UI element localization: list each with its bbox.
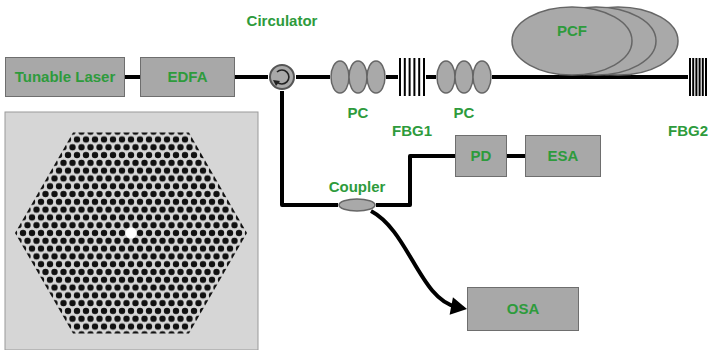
fiber-core (126, 228, 137, 239)
detector-box: PD (455, 135, 507, 177)
circulator-symbol: Circulator (268, 63, 296, 91)
fiber-connector (371, 211, 467, 315)
component-label: Coupler (329, 178, 386, 196)
component-label: PD (471, 147, 492, 165)
fiber-connector (235, 77, 268, 78)
component-label: OSA (507, 300, 540, 318)
component-label: PC (454, 104, 475, 122)
fbg-outline (398, 58, 426, 96)
analyzer-box: OSA (467, 287, 579, 331)
pc-outline (330, 60, 386, 94)
component-label: Circulator (247, 12, 318, 30)
fiber-coil: PCF (512, 4, 680, 78)
fbg-outline (688, 58, 708, 96)
component-label: EDFA (167, 68, 207, 86)
fiber-connector (507, 156, 525, 157)
fiber-connector (426, 77, 436, 78)
fiber-connector (386, 77, 398, 78)
analyzer-box: ESA (525, 135, 601, 177)
pc-outline (436, 60, 492, 94)
polarization-controller: PC (330, 60, 386, 94)
hole-lattice (15, 133, 247, 334)
pcf-outline (512, 4, 680, 78)
circ-outline (268, 63, 296, 91)
coupler-symbol: Coupler (338, 198, 376, 212)
component-label: Tunable Laser (15, 68, 116, 86)
fiber-connector (125, 77, 140, 78)
fiber-photo (5, 112, 258, 350)
fiber-grating: FBG1 (398, 58, 426, 96)
component-label: PC (348, 104, 369, 122)
component-label: PCF (557, 22, 587, 40)
amplifier-box: EDFA (140, 57, 235, 97)
component-label: FBG2 (668, 122, 708, 140)
component-label: ESA (548, 147, 579, 165)
component-label: FBG1 (392, 122, 432, 140)
polarization-controller: PC (436, 60, 492, 94)
fiber-connector (376, 156, 455, 205)
fiber-connector (680, 77, 688, 78)
fiber-connector (492, 77, 512, 78)
laser-box: Tunable Laser (5, 57, 125, 97)
fiber-connector (296, 77, 330, 78)
coupler-outline (338, 198, 376, 212)
fiber-grating: FBG2 (688, 58, 708, 96)
